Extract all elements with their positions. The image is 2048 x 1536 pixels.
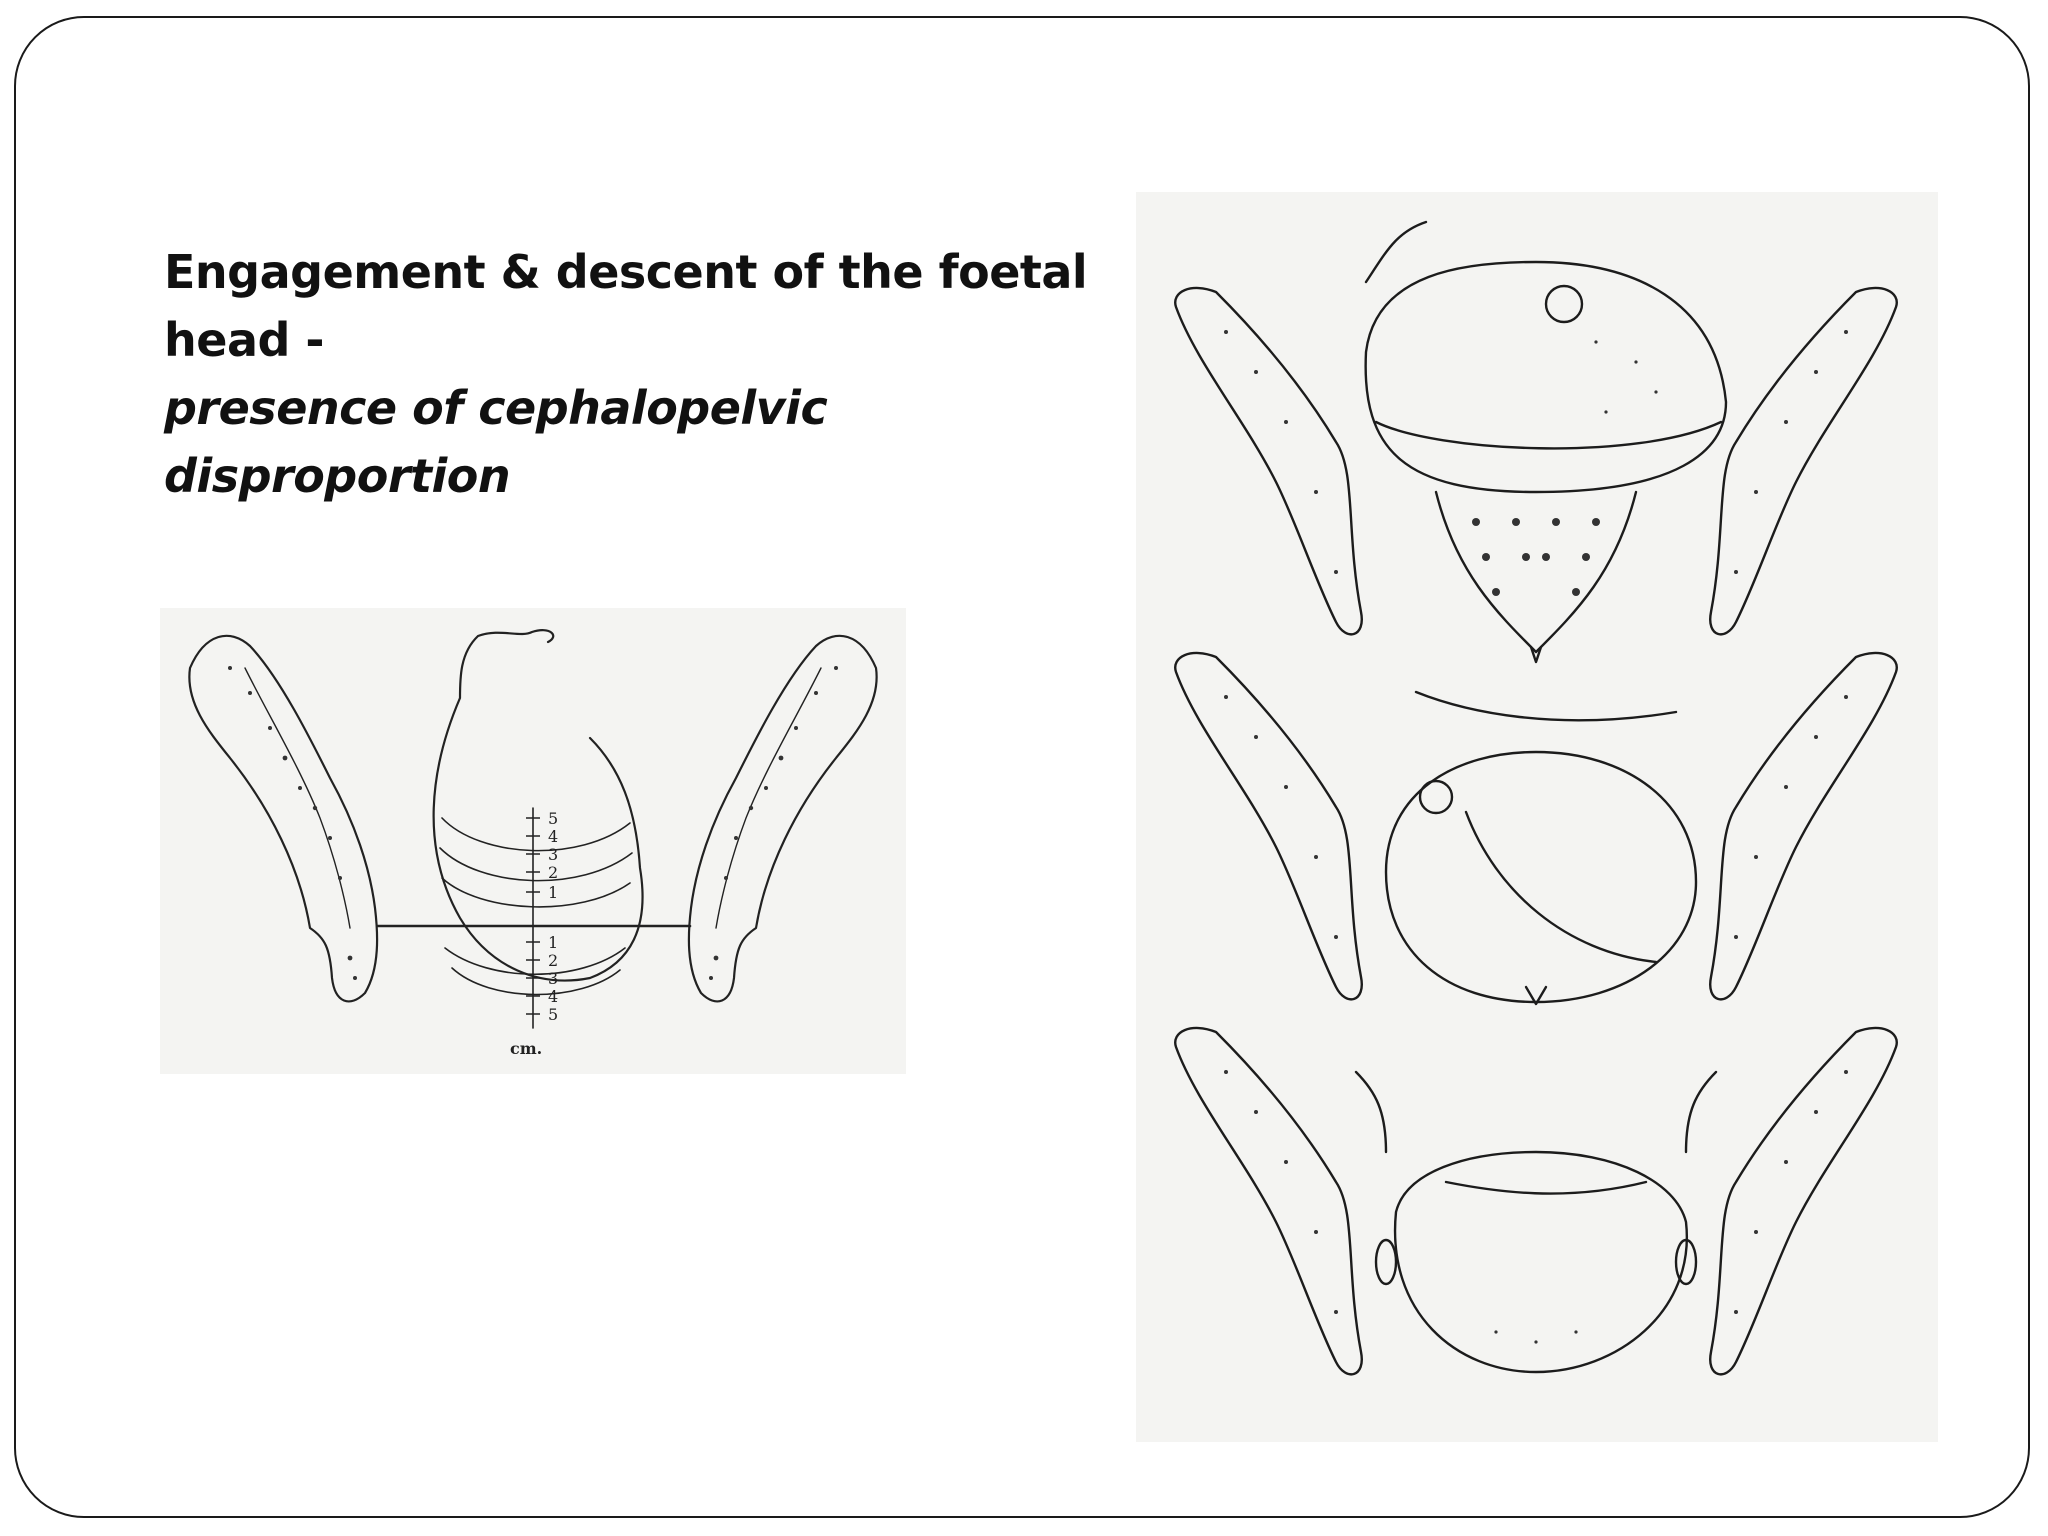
- scale-above-group: 5 4 3 2 1: [548, 809, 558, 902]
- scale-below-5: 5: [548, 1005, 558, 1024]
- scale-unit-label: cm.: [510, 1039, 542, 1058]
- right-pelvic-bone: [687, 634, 878, 1003]
- station-diagram: 5 4 3 2 1 1 2 3 4 5 cm.: [160, 608, 906, 1074]
- stage-3-pelvis: [1174, 1026, 1898, 1376]
- foetal-head-outline: [432, 629, 644, 982]
- stage-1-pelvis: [1174, 286, 1898, 664]
- scale-above-2: 2: [548, 863, 558, 882]
- scale-above-5: 5: [548, 809, 558, 828]
- slide-subtitle-line-2: disproportion: [164, 449, 511, 503]
- station-diagram-svg: 5 4 3 2 1 1 2 3 4 5 cm.: [188, 629, 878, 1058]
- scale-above-4: 4: [548, 827, 558, 846]
- scale-below-group: 1 2 3 4 5: [548, 933, 558, 1024]
- descent-stages-figure: [1136, 192, 1938, 1442]
- scale-above-1: 1: [548, 883, 558, 902]
- left-pelvic-bone: [188, 634, 379, 1003]
- scale-below-4: 4: [548, 987, 558, 1006]
- stage-2-foetal-head: [1384, 690, 1698, 1004]
- stage-1-foetal-head: [1364, 220, 1728, 494]
- scale-above-3: 3: [548, 845, 558, 864]
- stage-2-pelvis: [1174, 651, 1898, 1006]
- scale-below-2: 2: [548, 951, 558, 970]
- scale-ticks: [526, 817, 540, 1015]
- scale-below-1: 1: [548, 933, 558, 952]
- stage-stipple: [1224, 330, 1848, 1344]
- slide-subtitle-line-1: presence of cephalopelvic: [164, 381, 828, 435]
- slide-title-line-1: Engagement & descent of the foetal: [164, 245, 1088, 299]
- bone-stipple: [228, 666, 838, 980]
- descent-stages-svg: [1174, 220, 1898, 1376]
- title-block: Engagement & descent of the foetal head …: [164, 238, 1088, 510]
- stage-3-foetal-head: [1354, 1070, 1718, 1374]
- slide-title-line-2: head -: [164, 313, 325, 367]
- scale-below-3: 3: [548, 969, 558, 988]
